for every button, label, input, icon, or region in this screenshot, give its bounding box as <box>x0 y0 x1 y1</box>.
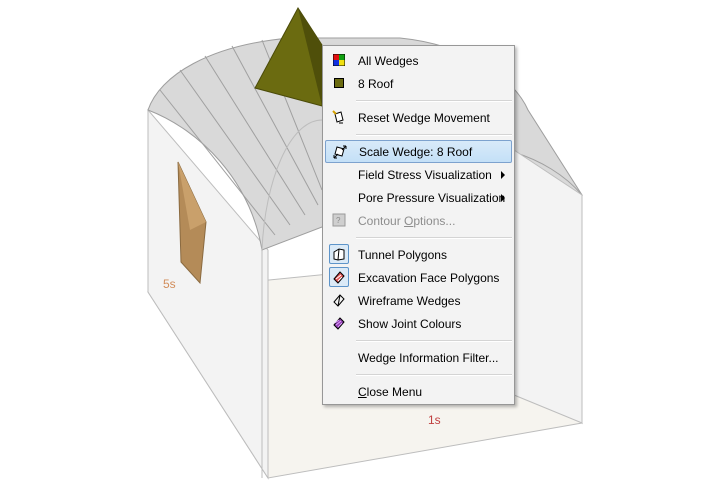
tunnel-polygons-icon <box>329 244 349 264</box>
all-wedges-icon <box>331 52 347 68</box>
menu-separator <box>325 95 512 106</box>
menu-item-label: Tunnel Polygons <box>358 247 447 262</box>
menu-item-wedge-information-filter[interactable]: Wedge Information Filter... <box>325 346 512 369</box>
roof-panel-lines <box>159 39 323 236</box>
tunnel-front-arch <box>261 119 323 251</box>
reset-wedge-movement-icon <box>331 109 347 125</box>
menu-item-reset-wedge-movement[interactable]: Reset Wedge Movement <box>325 106 512 129</box>
menu-item-label: Excavation Face Polygons <box>358 270 500 285</box>
menu-item-excavation-face-polygons[interactable]: Excavation Face Polygons <box>325 266 512 289</box>
menu-item-label: Pore Pressure Visualization <box>358 190 506 205</box>
menu-separator <box>325 232 512 243</box>
menu-item-roof[interactable]: 8 Roof <box>325 72 512 95</box>
menu-item-field-stress-visualization[interactable]: Field Stress Visualization <box>325 163 512 186</box>
axis-label-bottom: 1s <box>428 413 441 427</box>
menu-item-label: Show Joint Colours <box>358 316 462 331</box>
menu-item-pore-pressure-visualization[interactable]: Pore Pressure Visualization <box>325 186 512 209</box>
menu-item-label: Contour Options... <box>358 213 456 228</box>
side-wedge-light-face <box>178 162 206 230</box>
excavation-face-polygons-icon <box>329 267 349 287</box>
menu-item-label: Reset Wedge Movement <box>358 110 490 125</box>
context-menu[interactable]: All Wedges 8 Roof Reset Wedge Movement <box>322 45 515 405</box>
show-joint-colours-icon <box>331 315 347 331</box>
menu-item-label: Close Menu <box>358 384 423 399</box>
menu-item-label: Wedge Information Filter... <box>358 350 499 365</box>
axis-label-left: 5s <box>163 277 176 291</box>
roof-wedge-dark-face <box>298 8 322 106</box>
svg-text:?: ? <box>336 216 341 225</box>
menu-item-contour-options: ? Contour Options... <box>325 209 512 232</box>
contour-options-icon: ? <box>331 212 347 228</box>
scale-wedge-icon <box>332 144 348 160</box>
menu-separator <box>325 335 512 346</box>
submenu-arrow-icon <box>501 194 505 202</box>
wireframe-wedges-icon <box>331 292 347 308</box>
menu-item-tunnel-polygons[interactable]: Tunnel Polygons <box>325 243 512 266</box>
menu-item-label: Field Stress Visualization <box>358 167 492 182</box>
menu-separator <box>325 369 512 380</box>
menu-item-wireframe-wedges[interactable]: Wireframe Wedges <box>325 289 512 312</box>
tunnel-right-wall-strip <box>513 149 583 424</box>
menu-item-close-menu[interactable]: Close Menu <box>325 380 512 403</box>
tunnel-left-wall <box>147 108 269 480</box>
roof-color-swatch-icon <box>331 75 347 91</box>
menu-item-label: Wireframe Wedges <box>358 293 461 308</box>
menu-separator <box>325 129 512 140</box>
menu-item-show-joint-colours[interactable]: Show Joint Colours <box>325 312 512 335</box>
menu-item-scale-wedge[interactable]: Scale Wedge: 8 Roof <box>325 140 512 163</box>
menu-item-label: Scale Wedge: 8 Roof <box>359 144 473 159</box>
submenu-arrow-icon <box>501 171 505 179</box>
menu-item-label: 8 Roof <box>358 76 394 91</box>
menu-item-label: All Wedges <box>358 53 419 68</box>
menu-item-all-wedges[interactable]: All Wedges <box>325 49 512 72</box>
